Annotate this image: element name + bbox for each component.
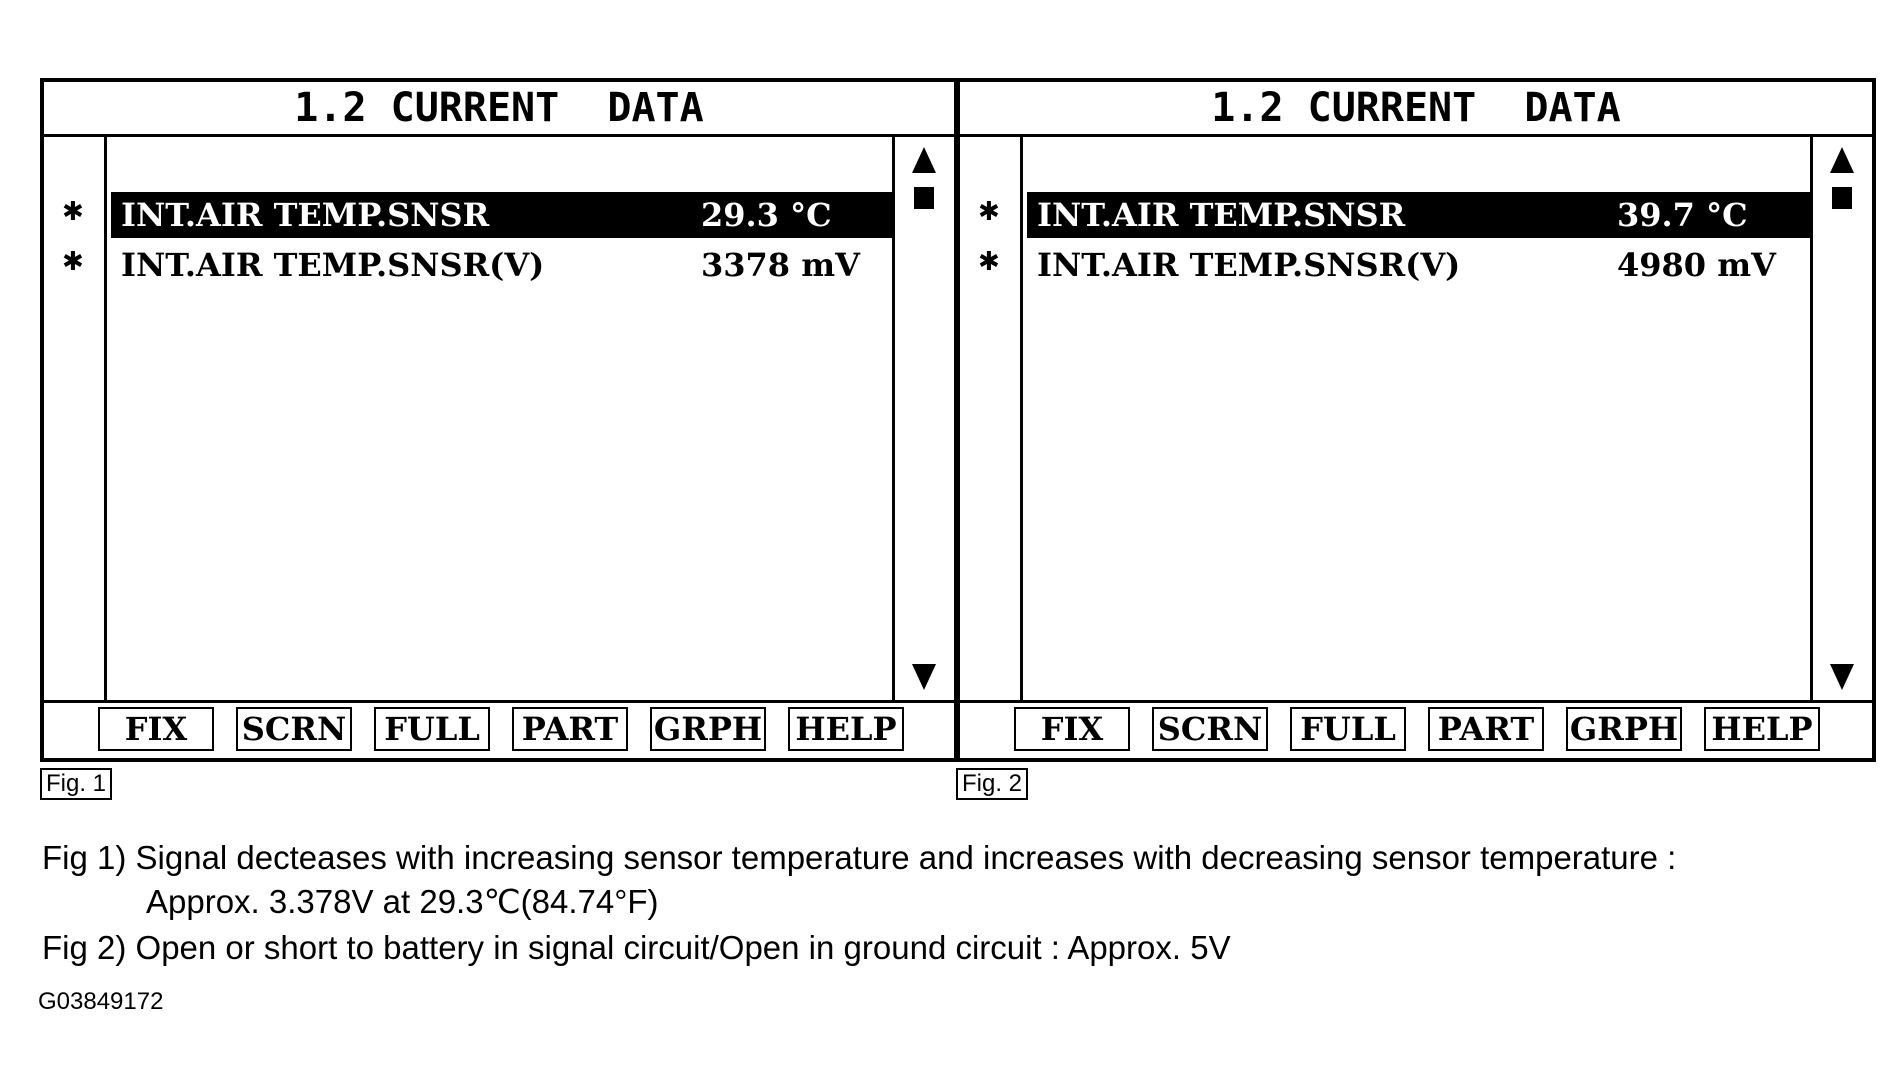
scroll-thumb[interactable]	[914, 187, 934, 209]
data-row-int-air-temp[interactable]: INT.AIR TEMP.SNSR 39.7 °C	[1027, 192, 1810, 238]
scroll-thumb[interactable]	[1832, 187, 1852, 209]
scrollbar[interactable]	[1810, 137, 1872, 700]
fix-button[interactable]: FIX	[1014, 707, 1130, 751]
reference-code: G03849172	[38, 988, 164, 1015]
data-row-label: INT.AIR TEMP.SNSR	[1037, 196, 1406, 234]
grph-button[interactable]: GRPH	[1566, 707, 1682, 751]
data-row-value: 29.3 °C	[701, 196, 832, 234]
grph-button[interactable]: GRPH	[650, 707, 766, 751]
caption-fig-1-detail: Approx. 3.378V at 29.3℃(84.74°F)	[146, 883, 659, 920]
data-row-value: 3378 mV	[701, 246, 860, 284]
data-row-label: INT.AIR TEMP.SNSR(V)	[1037, 246, 1461, 284]
data-row-int-air-temp-voltage[interactable]: INT.AIR TEMP.SNSR(V) 4980 mV	[1027, 242, 1810, 288]
data-list: INT.AIR TEMP.SNSR 29.3 °C INT.AIR TEMP.S…	[107, 137, 892, 700]
help-button[interactable]: HELP	[1704, 707, 1820, 751]
full-button[interactable]: FULL	[374, 707, 490, 751]
triangle-down-icon[interactable]	[1830, 664, 1854, 690]
asterisk-icon: ✱	[978, 247, 1000, 277]
scrn-button[interactable]: SCRN	[236, 707, 352, 751]
function-key-bar: FIX SCRN FULL PART GRPH HELP	[44, 700, 954, 758]
screen-title: 1.2 CURRENT DATA	[960, 82, 1872, 137]
data-row-int-air-temp-voltage[interactable]: INT.AIR TEMP.SNSR(V) 3378 mV	[111, 242, 892, 288]
full-button[interactable]: FULL	[1290, 707, 1406, 751]
marker-column: ✱ ✱	[960, 137, 1023, 700]
fig-1-label: Fig. 1	[40, 768, 113, 800]
caption-fig-2: Fig 2) Open or short to battery in signa…	[42, 929, 1231, 966]
triangle-down-icon[interactable]	[912, 664, 936, 690]
caption-fig-1: Fig 1) Signal decteases with increasing …	[42, 839, 1677, 876]
data-list: INT.AIR TEMP.SNSR 39.7 °C INT.AIR TEMP.S…	[1023, 137, 1810, 700]
scan-tool-screen-2: 1.2 CURRENT DATA ✱ ✱ INT.AIR TEMP.SNSR 3…	[956, 78, 1876, 762]
fix-button[interactable]: FIX	[98, 707, 214, 751]
data-row-value: 39.7 °C	[1617, 196, 1748, 234]
scan-tool-screen-1: 1.2 CURRENT DATA ✱ ✱ INT.AIR TEMP.SNSR 2…	[40, 78, 958, 762]
screen-title: 1.2 CURRENT DATA	[44, 82, 954, 137]
help-button[interactable]: HELP	[788, 707, 904, 751]
part-button[interactable]: PART	[1428, 707, 1544, 751]
triangle-up-icon[interactable]	[1830, 147, 1854, 173]
data-row-int-air-temp[interactable]: INT.AIR TEMP.SNSR 29.3 °C	[111, 192, 892, 238]
asterisk-icon: ✱	[62, 197, 84, 227]
part-button[interactable]: PART	[512, 707, 628, 751]
triangle-up-icon[interactable]	[912, 147, 936, 173]
marker-column: ✱ ✱	[44, 137, 107, 700]
asterisk-icon: ✱	[62, 247, 84, 277]
data-row-value: 4980 mV	[1617, 246, 1776, 284]
asterisk-icon: ✱	[978, 197, 1000, 227]
scrn-button[interactable]: SCRN	[1152, 707, 1268, 751]
data-row-label: INT.AIR TEMP.SNSR(V)	[121, 246, 545, 284]
scrollbar[interactable]	[892, 137, 954, 700]
data-row-label: INT.AIR TEMP.SNSR	[121, 196, 490, 234]
fig-2-label: Fig. 2	[956, 768, 1029, 800]
function-key-bar: FIX SCRN FULL PART GRPH HELP	[960, 700, 1872, 758]
